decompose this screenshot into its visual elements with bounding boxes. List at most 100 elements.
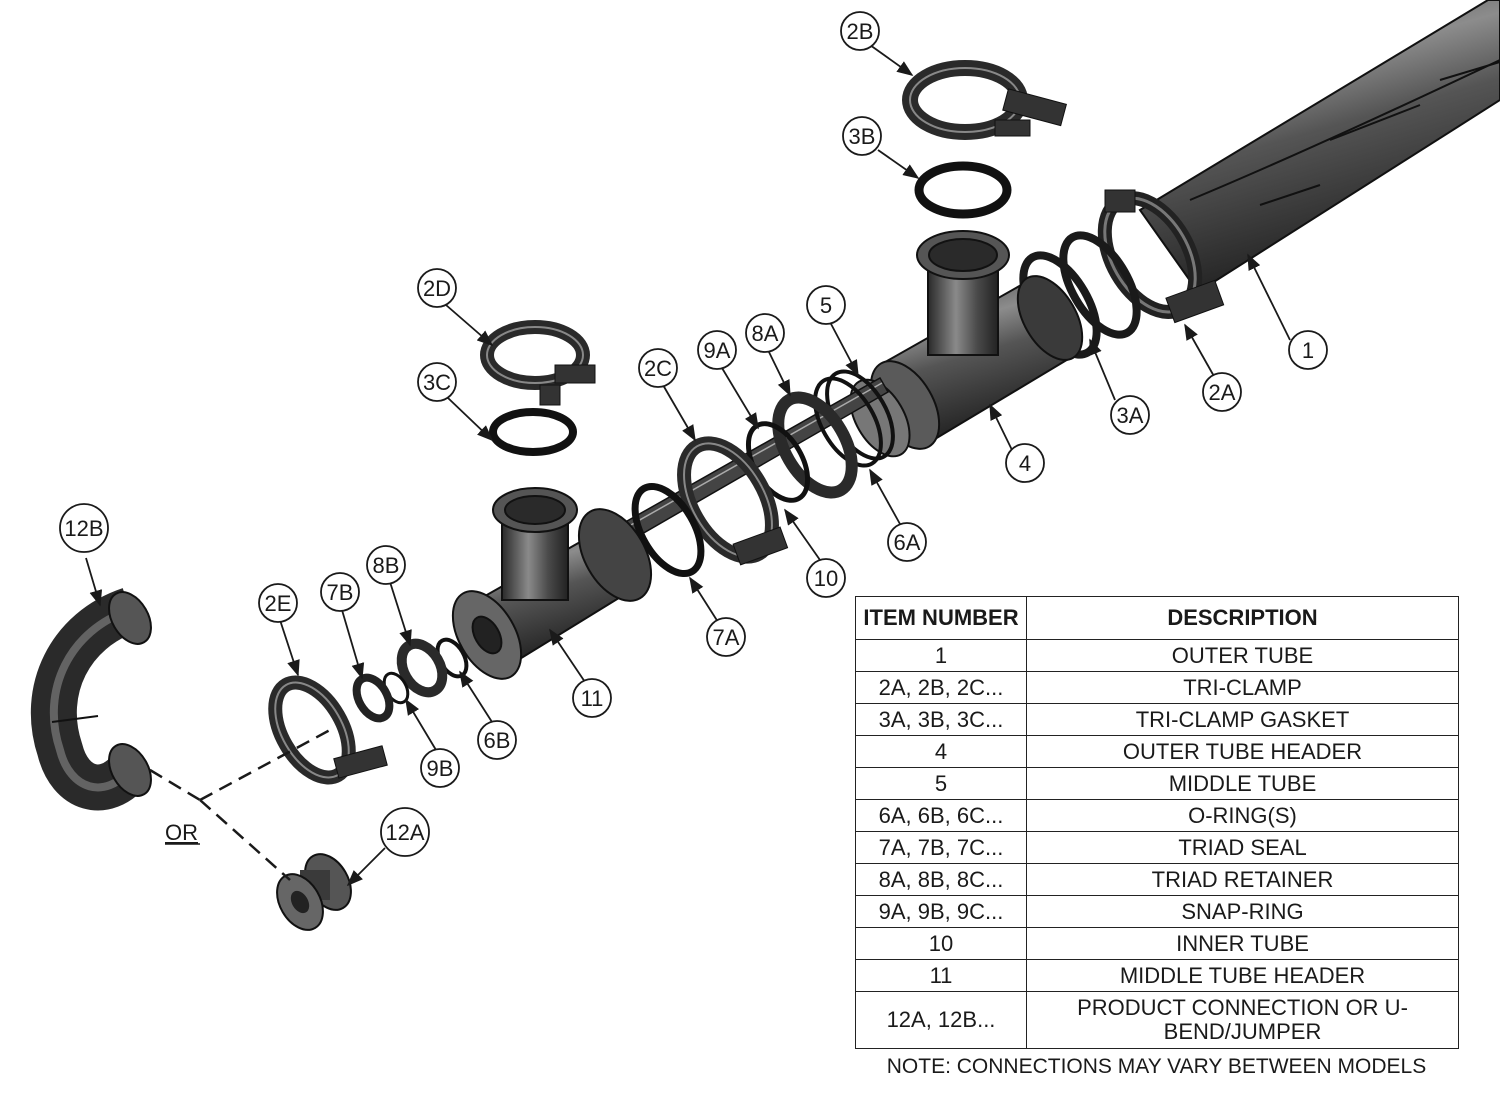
description-cell: MIDDLE TUBE HEADER bbox=[1026, 959, 1459, 992]
callout-2c: 2C bbox=[638, 348, 678, 388]
table-note: NOTE: CONNECTIONS MAY VARY BETWEEN MODEL… bbox=[886, 1055, 1427, 1078]
item-cell: 12A, 12B... bbox=[855, 991, 1027, 1049]
connection-dashed-lines bbox=[149, 728, 331, 881]
svg-text:8A: 8A bbox=[752, 321, 779, 346]
tri-clamp-2c bbox=[677, 436, 789, 566]
gasket-3c bbox=[489, 408, 577, 456]
item-cell: 7A, 7B, 7C... bbox=[855, 831, 1027, 864]
callout-6a: 6A bbox=[887, 522, 927, 562]
callout-bubbles: 1 2A 2B 3B 3A 4 5 8A 9A 6A 10 2C 7A 2D 3… bbox=[59, 11, 1328, 857]
callout-2d: 2D bbox=[417, 268, 457, 308]
svg-text:6B: 6B bbox=[484, 728, 511, 753]
header-description: DESCRIPTION bbox=[1026, 596, 1459, 640]
tri-clamp-2a bbox=[1097, 189, 1225, 324]
description-cell: INNER TUBE bbox=[1026, 927, 1459, 960]
svg-text:2D: 2D bbox=[423, 276, 451, 301]
svg-text:2A: 2A bbox=[1209, 380, 1236, 405]
callout-9b: 9B bbox=[420, 748, 460, 788]
svg-text:7B: 7B bbox=[327, 580, 354, 605]
callout-1: 1 bbox=[1288, 330, 1328, 370]
table-row: 6A, 6B, 6C...O-RING(S) bbox=[855, 799, 1459, 832]
svg-text:1: 1 bbox=[1302, 338, 1314, 363]
tri-clamp-2e bbox=[268, 675, 388, 785]
description-cell: SNAP-RING bbox=[1026, 895, 1459, 928]
description-cell: MIDDLE TUBE bbox=[1026, 767, 1459, 800]
svg-text:12A: 12A bbox=[385, 820, 424, 845]
item-cell: 8A, 8B, 8C... bbox=[855, 863, 1027, 896]
table-row: 2A, 2B, 2C...TRI-CLAMP bbox=[855, 671, 1459, 704]
callout-2a: 2A bbox=[1202, 372, 1242, 412]
callout-3c: 3C bbox=[417, 362, 457, 402]
svg-text:3A: 3A bbox=[1117, 403, 1144, 428]
svg-text:3B: 3B bbox=[849, 124, 876, 149]
svg-text:10: 10 bbox=[814, 566, 838, 591]
middle-tube-header bbox=[451, 487, 653, 680]
svg-text:6A: 6A bbox=[894, 530, 921, 555]
callout-3a: 3A bbox=[1110, 395, 1150, 435]
tri-clamp-2d bbox=[480, 320, 596, 406]
svg-text:9A: 9A bbox=[704, 338, 731, 363]
table-row: 9A, 9B, 9C...SNAP-RING bbox=[855, 895, 1459, 928]
callout-12b: 12B bbox=[59, 503, 109, 553]
svg-text:4: 4 bbox=[1019, 451, 1031, 476]
u-bend-12b bbox=[30, 588, 152, 811]
callout-5: 5 bbox=[806, 285, 846, 325]
gasket-3b bbox=[914, 161, 1012, 219]
item-cell: 9A, 9B, 9C... bbox=[855, 895, 1027, 928]
description-cell: TRI-CLAMP GASKET bbox=[1026, 703, 1459, 736]
item-cell: 10 bbox=[855, 927, 1027, 960]
svg-text:11: 11 bbox=[581, 686, 604, 711]
table-row: 7A, 7B, 7C...TRIAD SEAL bbox=[855, 831, 1459, 864]
callout-10: 10 bbox=[806, 558, 846, 598]
product-connection-12a bbox=[276, 853, 352, 931]
svg-text:2C: 2C bbox=[644, 356, 672, 381]
svg-text:2B: 2B bbox=[847, 19, 874, 44]
description-cell: TRIAD RETAINER bbox=[1026, 863, 1459, 896]
description-cell: O-RING(S) bbox=[1026, 799, 1459, 832]
description-cell: TRIAD SEAL bbox=[1026, 831, 1459, 864]
table-row: 12A, 12B...PRODUCT CONNECTION OR U-BEND/… bbox=[855, 991, 1459, 1049]
or-label: OR bbox=[165, 820, 198, 845]
triad-seal-7a bbox=[631, 482, 705, 578]
item-cell: 1 bbox=[855, 639, 1027, 672]
callout-8b: 8B bbox=[366, 545, 406, 585]
table-header-row: ITEM NUMBER DESCRIPTION bbox=[855, 596, 1459, 640]
description-cell: PRODUCT CONNECTION OR U-BEND/JUMPER bbox=[1026, 991, 1459, 1049]
description-cell: TRI-CLAMP bbox=[1026, 671, 1459, 704]
triad-retainer-8a bbox=[772, 391, 858, 499]
callout-2e: 2E bbox=[258, 583, 298, 623]
callout-7a: 7A bbox=[706, 617, 746, 657]
callout-9a: 9A bbox=[697, 330, 737, 370]
svg-text:7A: 7A bbox=[713, 625, 740, 650]
triad-retainer-8b bbox=[396, 638, 448, 698]
item-cell: 5 bbox=[855, 767, 1027, 800]
table-row: 3A, 3B, 3C...TRI-CLAMP GASKET bbox=[855, 703, 1459, 736]
item-cell: 6A, 6B, 6C... bbox=[855, 799, 1027, 832]
item-cell: 11 bbox=[855, 959, 1027, 992]
callouts bbox=[85, 44, 1291, 887]
table-row: 8A, 8B, 8C...TRIAD RETAINER bbox=[855, 863, 1459, 896]
outer-tube-header bbox=[849, 230, 1084, 458]
triad-seal-7b bbox=[352, 673, 394, 723]
header-item-number: ITEM NUMBER bbox=[855, 596, 1027, 640]
svg-text:8B: 8B bbox=[373, 553, 400, 578]
callout-6b: 6B bbox=[477, 720, 517, 760]
svg-text:5: 5 bbox=[820, 293, 832, 318]
description-cell: OUTER TUBE bbox=[1026, 639, 1459, 672]
item-cell: 2A, 2B, 2C... bbox=[855, 671, 1027, 704]
callout-8a: 8A bbox=[745, 313, 785, 353]
outer-tube bbox=[1138, 0, 1500, 294]
svg-text:2E: 2E bbox=[265, 591, 292, 616]
svg-text:3C: 3C bbox=[423, 370, 451, 395]
callout-12a: 12A bbox=[380, 807, 430, 857]
item-cell: 3A, 3B, 3C... bbox=[855, 703, 1027, 736]
svg-text:9B: 9B bbox=[427, 756, 454, 781]
callout-4: 4 bbox=[1005, 443, 1045, 483]
